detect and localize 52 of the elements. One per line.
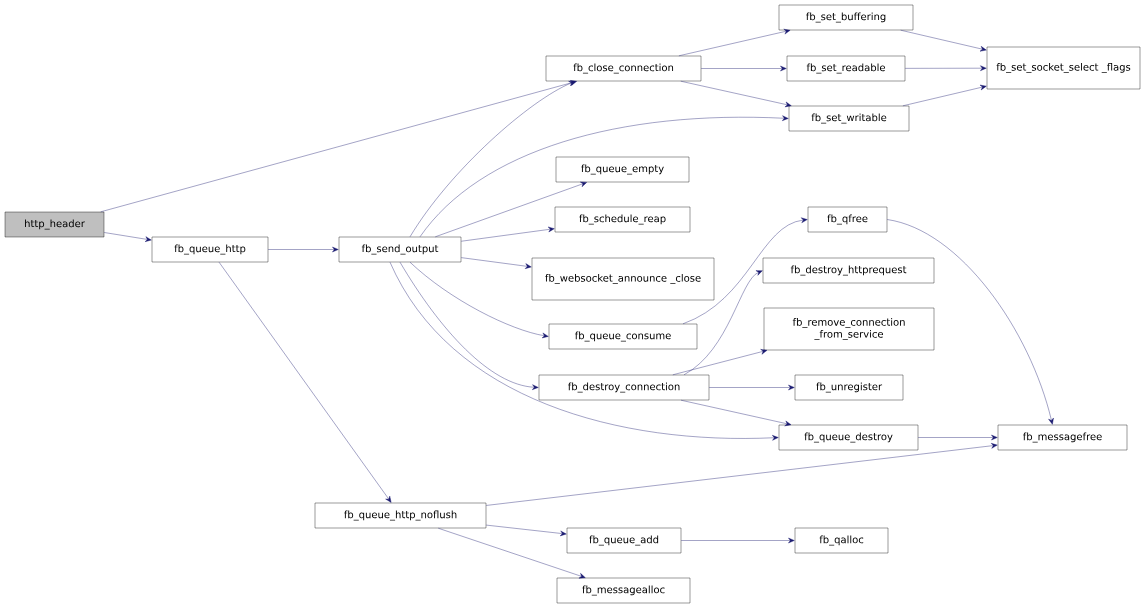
function-box: fb_remove_connection _from_service <box>763 307 935 351</box>
arrow <box>409 81 576 237</box>
function-box: fb_websocket_announce _close <box>531 257 715 301</box>
arrow <box>918 434 998 441</box>
function-box: fb_schedule_reap <box>554 206 691 233</box>
arrow <box>681 537 795 544</box>
arrow <box>104 232 152 242</box>
function-box: fb_queue_http_noflush <box>314 502 487 529</box>
arrow <box>680 400 792 427</box>
function-box: fb_set_readable <box>786 55 906 82</box>
arrow <box>419 115 789 237</box>
arrow <box>435 181 587 237</box>
arrow <box>100 80 577 212</box>
function-box: fb_queue_consume <box>548 323 698 350</box>
function-box: fb_qalloc <box>794 527 889 554</box>
function-box: fb_queue_http <box>151 236 269 263</box>
arrow <box>486 443 998 506</box>
arrow <box>905 65 987 71</box>
arrow <box>438 528 586 579</box>
function-box: fb_close_connection <box>545 55 702 82</box>
arrow <box>461 257 532 269</box>
arrow <box>486 524 567 537</box>
arrow <box>461 226 555 242</box>
arrow <box>701 65 787 72</box>
function-box: fb_set_socket_select _flags <box>986 46 1141 90</box>
function-box: http_header <box>4 211 105 238</box>
function-box: fb_unregister <box>794 374 904 401</box>
arrow <box>678 28 791 56</box>
arrow <box>682 217 808 324</box>
function-box: fb_destroy_httprequest <box>762 257 935 284</box>
function-box: fb_set_buffering <box>778 4 914 31</box>
function-box: fb_messagealloc <box>556 577 691 604</box>
arrow <box>218 262 392 503</box>
arrow <box>399 262 539 390</box>
function-box: fb_destroy_connection <box>538 374 710 401</box>
arrow <box>902 84 987 106</box>
arrow <box>389 262 779 441</box>
arrow <box>900 30 987 52</box>
arrow <box>268 246 339 253</box>
function-box: fb_qfree <box>807 206 888 233</box>
arrow <box>683 270 763 375</box>
arrow <box>680 81 792 108</box>
arrow <box>672 349 768 375</box>
function-box: fb_queue_add <box>566 527 682 554</box>
function-box: fb_send_output <box>338 236 462 263</box>
function-box: fb_messagefree <box>997 424 1128 451</box>
function-box: fb_queue_empty <box>555 156 690 183</box>
function-box: fb_queue_destroy <box>778 424 919 451</box>
function-box: fb_set_writable <box>788 105 910 132</box>
arrow <box>409 262 549 339</box>
arrow <box>887 219 1054 425</box>
arrow <box>709 384 795 391</box>
